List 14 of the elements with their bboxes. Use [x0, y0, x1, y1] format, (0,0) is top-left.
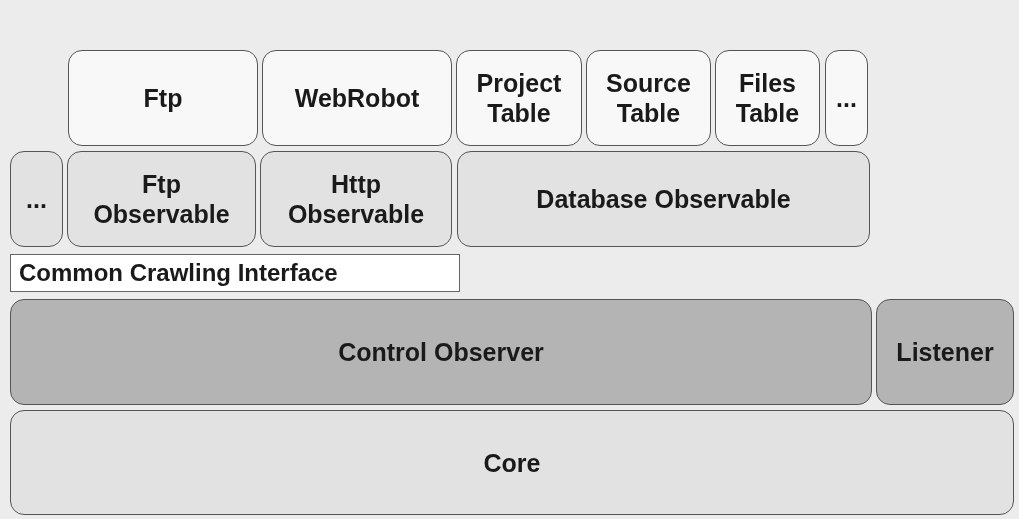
- module-box: Project Table: [456, 50, 582, 146]
- module-box: Control Observer: [10, 299, 872, 405]
- module-box: ...: [825, 50, 868, 146]
- module-box: Http Observable: [260, 151, 452, 247]
- module-box: Source Table: [586, 50, 711, 146]
- module-box: Database Observable: [457, 151, 870, 247]
- module-box: Ftp Observable: [67, 151, 256, 247]
- module-box: Listener: [876, 299, 1014, 405]
- module-box: WebRobot: [262, 50, 452, 146]
- module-box: ...: [10, 151, 63, 247]
- module-box: Ftp: [68, 50, 258, 146]
- interface-label-box: Common Crawling Interface: [10, 254, 460, 292]
- module-box: Files Table: [715, 50, 820, 146]
- module-box: Core: [10, 410, 1014, 515]
